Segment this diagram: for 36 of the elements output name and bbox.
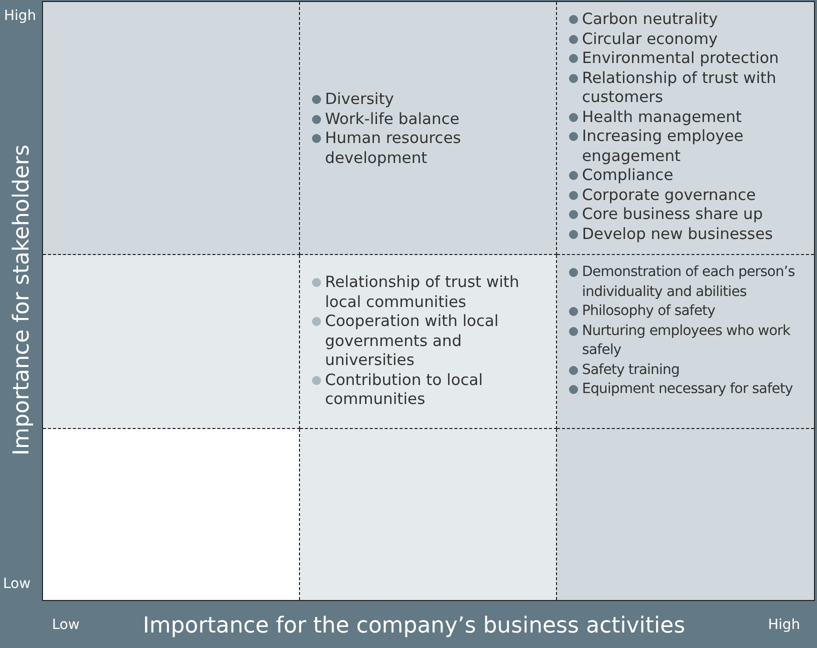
bullet-item: Environmental protection xyxy=(569,49,808,68)
bullet-item: Core business share up xyxy=(569,205,808,224)
bullet-item: Human resources development xyxy=(312,129,550,168)
bullet-item: Corporate governance xyxy=(569,186,808,205)
bullet-item: Relationship of trust with customers xyxy=(569,68,808,108)
bullet-item: Philosophy of safety xyxy=(569,302,808,322)
matrix-cell xyxy=(557,2,814,255)
matrix-cell xyxy=(43,255,300,429)
matrix-cell xyxy=(43,2,300,255)
bullet-item: Cooperation with local governments and universities xyxy=(312,312,550,370)
matrix-cell xyxy=(557,429,814,600)
matrix-cell xyxy=(43,429,300,600)
axis-tick-label: High xyxy=(768,617,800,633)
bullet-item: Develop new businesses xyxy=(569,224,808,244)
bullet-item: Diversity xyxy=(312,90,550,110)
matrix-cell xyxy=(300,429,557,600)
matrix-cell xyxy=(557,255,814,429)
bullet-item: Contribution to local communities xyxy=(312,370,550,410)
bullet-item: Equipment necessary for safety xyxy=(569,380,808,400)
bullet-item: Demonstration of each person’s individuality and abilities xyxy=(569,263,808,302)
axis-tick-label: High xyxy=(4,8,36,24)
axis-title: Importance for the company’s business activities xyxy=(142,614,686,638)
bullet-item: Nurturing employees who work safely xyxy=(569,322,808,360)
matrix-cell xyxy=(300,2,557,255)
bullet-item: Increasing employee engagement xyxy=(569,127,808,166)
bullet-item: Compliance xyxy=(569,166,808,186)
bullet-item: Safety training xyxy=(569,360,808,380)
bullet-item: Work-life balance xyxy=(312,110,550,129)
bullet-item: Carbon neutrality xyxy=(569,10,808,30)
axis-tick-label: Low xyxy=(52,617,80,633)
axis-title: Importance for stakeholders xyxy=(10,144,34,456)
axis-tick-label: Low xyxy=(3,576,31,592)
bullet-item: Health management xyxy=(569,108,808,127)
bullet-item: Circular economy xyxy=(569,30,808,49)
bullet-item: Relationship of trust with local communities xyxy=(312,273,550,312)
matrix-cell xyxy=(300,255,557,429)
